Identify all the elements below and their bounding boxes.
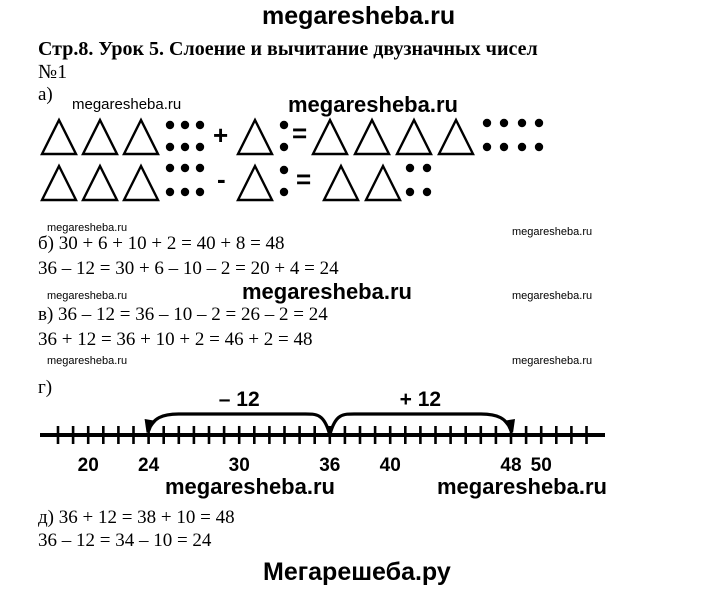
part-v-line1: в) 36 – 12 = 36 – 10 – 2 = 26 – 2 = 24 [38, 304, 328, 325]
number-line: – 12 + 12 20 24 30 36 40 48 50 [40, 388, 605, 476]
dot-icon [405, 163, 415, 173]
equals-sign: = [296, 164, 312, 194]
watermark-big: megaresheba.ru [165, 474, 335, 499]
plus-12-label: + 12 [400, 388, 441, 411]
part-a-figures [40, 117, 544, 202]
triangle-icon [322, 163, 360, 202]
watermark-big: megaresheba.ru [437, 474, 607, 499]
tick-label: 36 [319, 455, 340, 476]
part-b-line1: б) 30 + 6 + 10 + 2 = 40 + 8 = 48 [38, 233, 285, 254]
triangle-icon [311, 117, 349, 156]
dot-icon [180, 163, 190, 173]
dot-icon [517, 142, 527, 152]
dot-icon [279, 142, 289, 152]
triangle-icon [40, 117, 78, 156]
dot-icon [195, 142, 205, 152]
dot-icon [279, 120, 289, 130]
triangle-icon [81, 117, 119, 156]
dot-icon [422, 163, 432, 173]
watermark-small: megaresheba.ru [47, 222, 128, 234]
equals-sign: = [292, 118, 308, 148]
triangle-icon [437, 117, 475, 156]
header-watermark: megaresheba.ru [262, 2, 456, 30]
triangle-icon [236, 117, 274, 156]
tick-label: 30 [229, 455, 250, 476]
dot-icon [279, 165, 289, 175]
dot-icon [165, 187, 175, 197]
minus-sign: - [217, 164, 226, 194]
tick-label: 50 [531, 455, 552, 476]
tick-label: 24 [138, 455, 160, 476]
dot-icon [180, 142, 190, 152]
triangle-icon [122, 117, 160, 156]
dot-icon [180, 187, 190, 197]
dot-icon [534, 142, 544, 152]
tick-label: 48 [500, 455, 521, 476]
part-v-line2: 36 + 12 = 36 + 10 + 2 = 46 + 2 = 48 [38, 329, 313, 350]
part-d-line2: 36 – 12 = 34 – 10 = 24 [38, 530, 212, 551]
dot-icon [422, 187, 432, 197]
dot-icon [195, 187, 205, 197]
triangle-icon [364, 163, 402, 202]
triangle-icon [81, 163, 119, 202]
watermark-small: megaresheba.ru [512, 226, 593, 238]
watermark-small: megaresheba.ru [47, 355, 128, 367]
triangle-icon [353, 117, 391, 156]
watermark-big: megaresheba.ru [288, 92, 458, 117]
watermark-small: megaresheba.ru [512, 355, 593, 367]
dot-icon [534, 118, 544, 128]
triangle-icon [122, 163, 160, 202]
tick-label: 20 [78, 455, 99, 476]
dot-icon [165, 120, 175, 130]
footer-watermark: Мегарешеба.ру [263, 558, 451, 586]
part-g-label: г) [38, 377, 53, 398]
watermark-big: megaresheba.ru [242, 279, 412, 304]
watermark-small: megaresheba.ru [512, 290, 593, 302]
part-a-label: а) [38, 84, 53, 105]
dot-icon [165, 163, 175, 173]
dot-icon [517, 118, 527, 128]
watermark-small: megaresheba.ru [72, 96, 182, 113]
exercise-number: №1 [38, 61, 68, 83]
dot-icon [482, 118, 492, 128]
plus-sign: + [213, 120, 229, 150]
page-title: Стр.8. Урок 5. Слоение и вычитание двузн… [38, 38, 538, 60]
dot-icon [180, 120, 190, 130]
minus-12-label: – 12 [219, 388, 260, 411]
tick-label: 40 [380, 455, 401, 476]
dot-icon [279, 187, 289, 197]
triangle-icon [236, 163, 274, 202]
dot-icon [195, 163, 205, 173]
triangle-icon [40, 163, 78, 202]
triangle-icon [395, 117, 433, 156]
arrow-head-icon [144, 419, 157, 433]
dot-icon [482, 142, 492, 152]
part-b-line2: 36 – 12 = 30 + 6 – 10 – 2 = 20 + 4 = 24 [38, 258, 339, 279]
dot-icon [165, 142, 175, 152]
dot-icon [499, 118, 509, 128]
dot-icon [195, 120, 205, 130]
dot-icon [405, 187, 415, 197]
watermark-small: megaresheba.ru [47, 290, 128, 302]
arrow-head-icon [503, 419, 515, 433]
part-d-line1: д) 36 + 12 = 38 + 10 = 48 [38, 507, 235, 528]
dot-icon [499, 142, 509, 152]
